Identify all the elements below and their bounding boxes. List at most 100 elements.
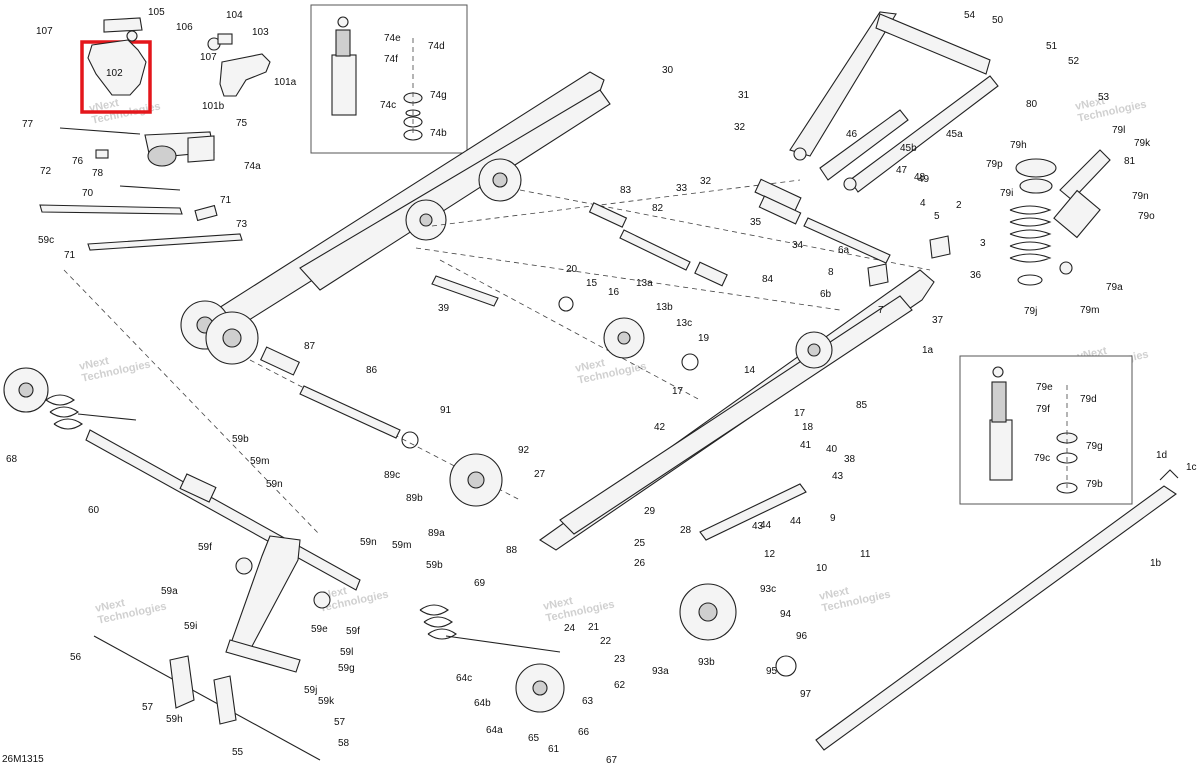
callout-67[interactable]: 67: [606, 755, 618, 766]
callout-82[interactable]: 82: [652, 203, 664, 214]
callout-74c[interactable]: 74c: [380, 100, 396, 111]
callout-89c[interactable]: 89c: [384, 470, 400, 481]
callout-31[interactable]: 31: [738, 90, 750, 101]
callout-19[interactable]: 19: [698, 333, 710, 344]
callout-59b[interactable]: 59b: [426, 560, 443, 571]
callout-8[interactable]: 8: [828, 267, 834, 278]
callout-27[interactable]: 27: [534, 469, 546, 480]
callout-71[interactable]: 71: [64, 250, 76, 261]
callout-59e[interactable]: 59e: [311, 624, 328, 635]
callout-43[interactable]: 43: [752, 521, 764, 532]
callout-69[interactable]: 69: [474, 578, 486, 589]
callout-59l[interactable]: 59l: [340, 647, 353, 658]
callout-6b[interactable]: 6b: [820, 289, 832, 300]
callout-107[interactable]: 107: [200, 52, 217, 63]
callout-80[interactable]: 80: [1026, 99, 1038, 110]
callout-93c[interactable]: 93c: [760, 584, 776, 595]
callout-58[interactable]: 58: [338, 738, 350, 749]
callout-102[interactable]: 102: [106, 68, 123, 79]
callout-59n-2[interactable]: 59n: [266, 479, 283, 490]
callout-63[interactable]: 63: [582, 696, 594, 707]
callout-68[interactable]: 68: [6, 454, 18, 465]
callout-79c[interactable]: 79c: [1034, 453, 1050, 464]
callout-59m-2[interactable]: 59m: [250, 456, 269, 467]
callout-28[interactable]: 28: [680, 525, 692, 536]
callout-17-2[interactable]: 17: [672, 386, 684, 397]
callout-76[interactable]: 76: [72, 156, 84, 167]
callout-79h[interactable]: 79h: [1010, 140, 1027, 151]
callout-79j[interactable]: 79j: [1024, 306, 1037, 317]
callout-86[interactable]: 86: [366, 365, 378, 376]
callout-94[interactable]: 94: [780, 609, 792, 620]
callout-49[interactable]: 49: [918, 174, 930, 185]
callout-78[interactable]: 78: [92, 168, 104, 179]
callout-21[interactable]: 21: [588, 622, 600, 633]
callout-44-2[interactable]: 44: [790, 516, 802, 527]
callout-79e[interactable]: 79e: [1036, 382, 1053, 393]
callout-64c[interactable]: 64c: [456, 673, 472, 684]
callout-10[interactable]: 10: [816, 563, 828, 574]
callout-46[interactable]: 46: [846, 129, 858, 140]
callout-40[interactable]: 40: [826, 444, 838, 455]
callout-74f[interactable]: 74f: [384, 54, 398, 65]
callout-11[interactable]: 11: [860, 549, 871, 560]
callout-38[interactable]: 38: [844, 454, 856, 465]
callout-23[interactable]: 23: [614, 654, 626, 665]
callout-89a[interactable]: 89a: [428, 528, 445, 539]
callout-75[interactable]: 75: [236, 118, 248, 129]
callout-16[interactable]: 16: [608, 287, 620, 298]
callout-101b[interactable]: 101b: [202, 101, 225, 112]
callout-1a[interactable]: 1a: [922, 345, 934, 356]
callout-59k[interactable]: 59k: [318, 696, 335, 707]
callout-1b[interactable]: 1b: [1150, 558, 1162, 569]
callout-32-2[interactable]: 32: [734, 122, 746, 133]
callout-88[interactable]: 88: [506, 545, 518, 556]
callout-72[interactable]: 72: [40, 166, 52, 177]
callout-83[interactable]: 83: [620, 185, 632, 196]
callout-13b[interactable]: 13b: [656, 302, 673, 313]
callout-51[interactable]: 51: [1046, 41, 1058, 52]
callout-53[interactable]: 53: [1098, 92, 1110, 103]
callout-79b[interactable]: 79b: [1086, 479, 1103, 490]
callout-20[interactable]: 20: [566, 264, 578, 275]
callout-79p[interactable]: 79p: [986, 159, 1003, 170]
callout-41[interactable]: 41: [800, 440, 812, 451]
callout-59b-2[interactable]: 59b: [232, 434, 249, 445]
callout-70[interactable]: 70: [82, 188, 94, 199]
callout-59c[interactable]: 59c: [38, 235, 54, 246]
callout-73[interactable]: 73: [236, 219, 248, 230]
callout-93b[interactable]: 93b: [698, 657, 715, 668]
callout-64a[interactable]: 64a: [486, 725, 503, 736]
callout-50[interactable]: 50: [992, 15, 1004, 26]
callout-5[interactable]: 5: [934, 211, 940, 222]
callout-79a[interactable]: 79a: [1106, 282, 1123, 293]
callout-29[interactable]: 29: [644, 506, 656, 517]
callout-14[interactable]: 14: [744, 365, 756, 376]
callout-15[interactable]: 15: [586, 278, 598, 289]
callout-6a[interactable]: 6a: [838, 245, 850, 256]
callout-2[interactable]: 2: [956, 200, 962, 211]
callout-74a[interactable]: 74a: [244, 161, 261, 172]
callout-17[interactable]: 17: [794, 408, 806, 419]
callout-1c[interactable]: 1c: [1186, 462, 1197, 473]
callout-13a[interactable]: 13a: [636, 278, 653, 289]
callout-37[interactable]: 37: [932, 315, 944, 326]
callout-65[interactable]: 65: [528, 733, 540, 744]
callout-48[interactable]: 48: [914, 172, 926, 183]
callout-79k[interactable]: 79k: [1134, 138, 1151, 149]
callout-26[interactable]: 26: [634, 558, 646, 569]
callout-105[interactable]: 105: [148, 7, 165, 18]
callout-59h[interactable]: 59h: [166, 714, 183, 725]
callout-79m[interactable]: 79m: [1080, 305, 1099, 316]
callout-1d[interactable]: 1d: [1156, 450, 1167, 461]
callout-79f[interactable]: 79f: [1036, 404, 1050, 415]
callout-45b[interactable]: 45b: [900, 143, 917, 154]
callout-57-2[interactable]: 57: [142, 702, 154, 713]
callout-55[interactable]: 55: [232, 747, 244, 758]
callout-66[interactable]: 66: [578, 727, 590, 738]
callout-59i[interactable]: 59i: [184, 621, 197, 632]
callout-77[interactable]: 77: [22, 119, 34, 130]
callout-45a[interactable]: 45a: [946, 129, 963, 140]
callout-74e[interactable]: 74e: [384, 33, 401, 44]
callout-34[interactable]: 34: [792, 240, 804, 251]
